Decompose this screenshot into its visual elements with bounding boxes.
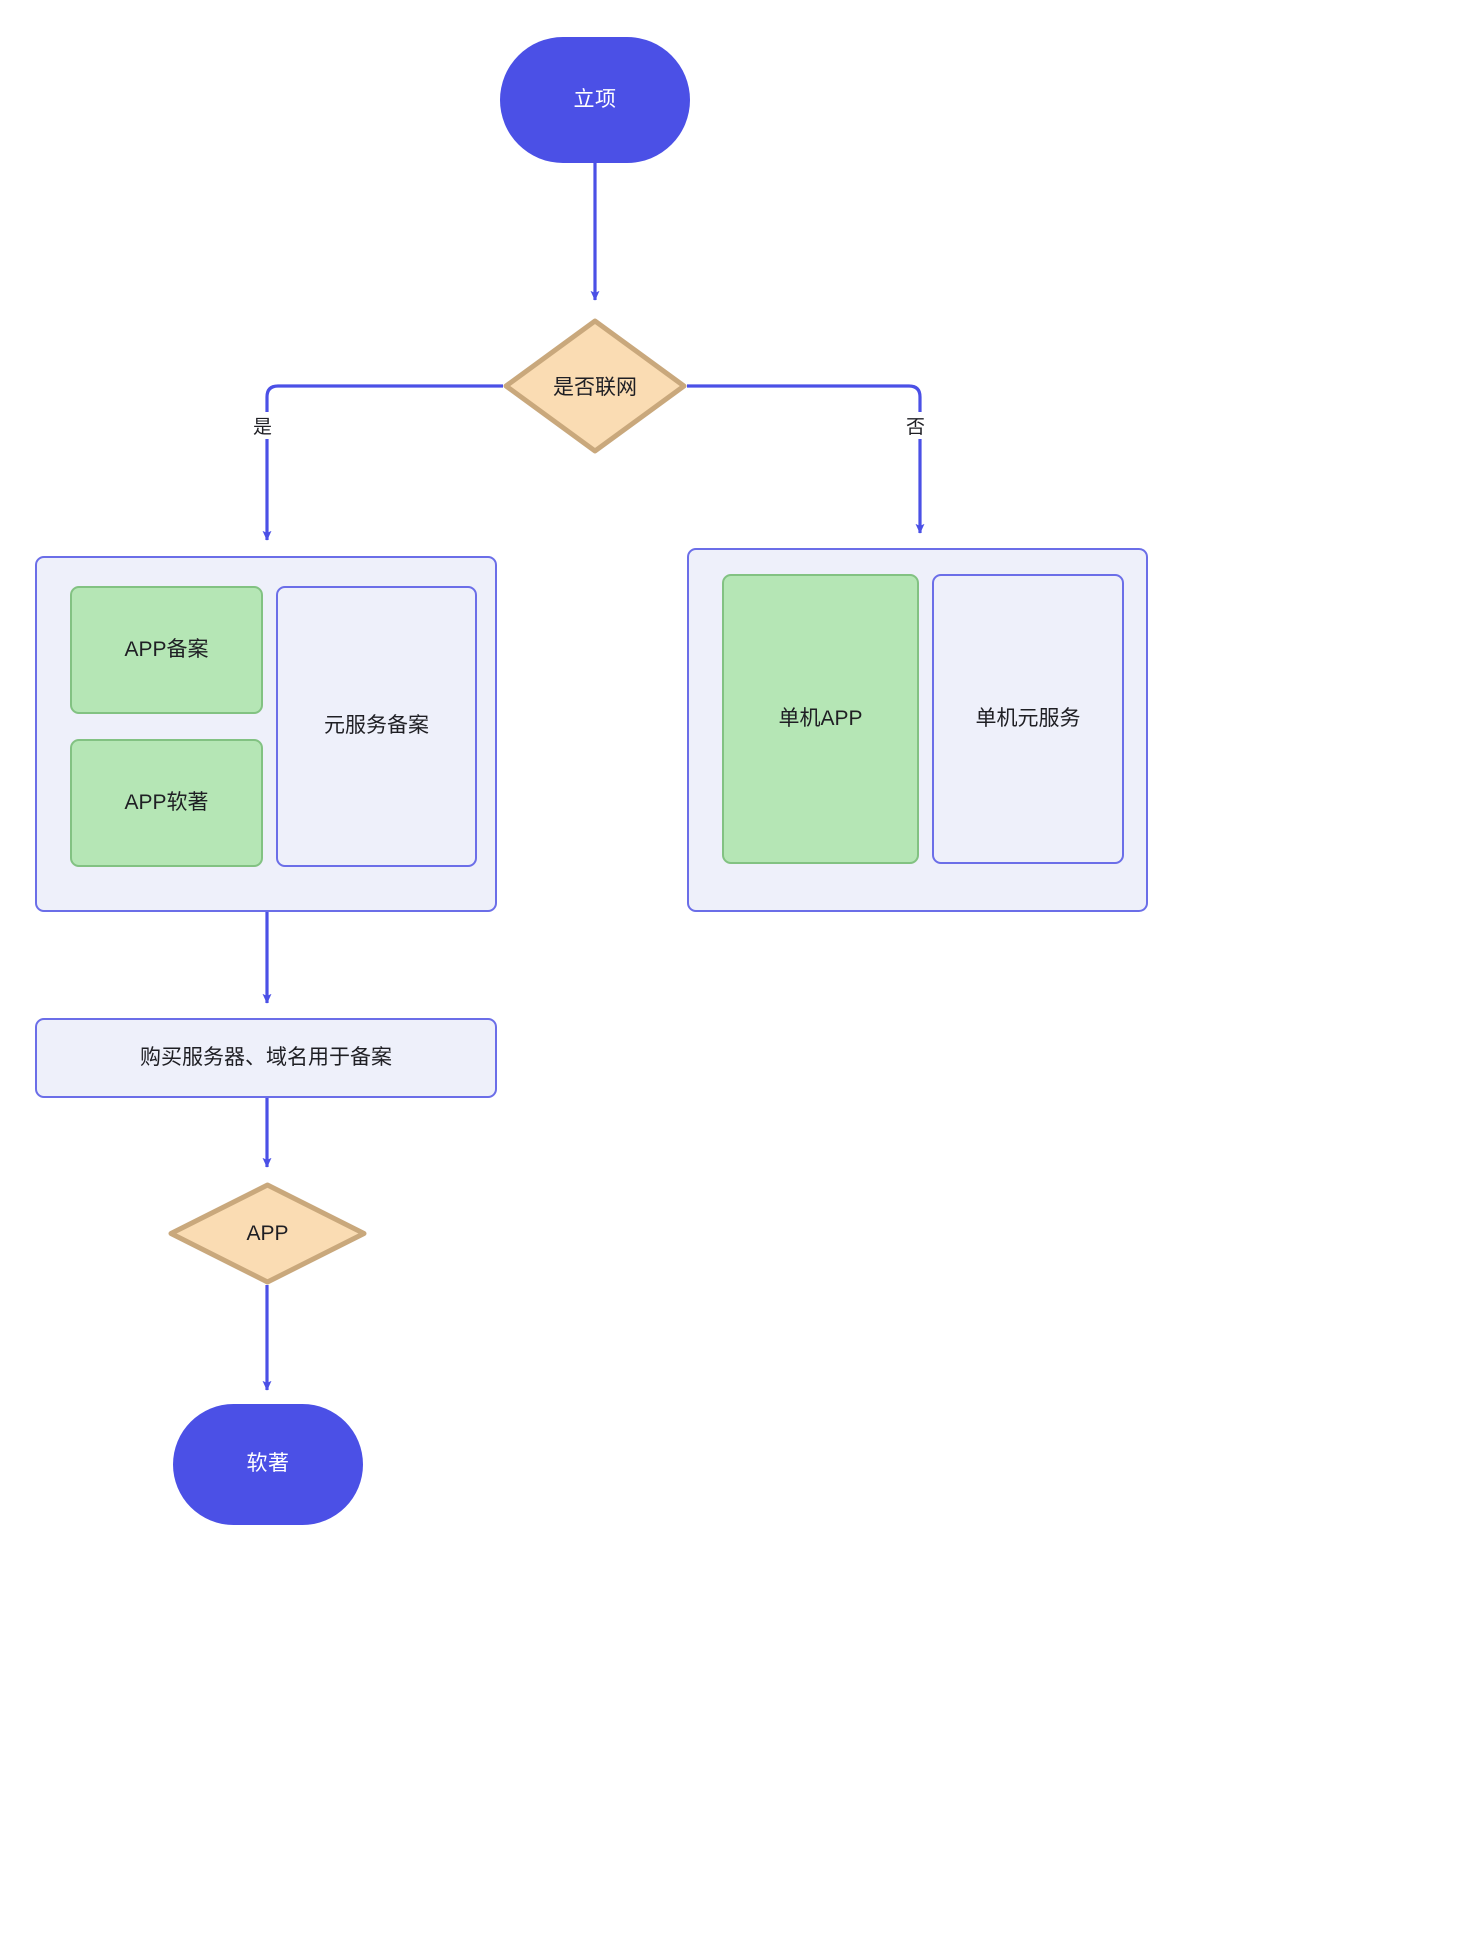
node-standalone-meta-service-label: 单机元服务 — [975, 706, 1081, 730]
node-app-filing-label: APP备案 — [124, 637, 209, 661]
node-decision-network[interactable]: 是否联网 — [503, 318, 687, 454]
node-app-copyright[interactable]: APP软著 — [70, 739, 263, 867]
edge-decision-to-group-offline — [687, 384, 925, 534]
node-app-filing[interactable]: APP备案 — [70, 586, 263, 714]
node-decision-app[interactable]: APP — [168, 1182, 367, 1285]
node-meta-service-filing-label: 元服务备案 — [324, 714, 429, 738]
node-buy-server[interactable]: 购买服务器、域名用于备案 — [35, 1018, 497, 1098]
group-online[interactable]: APP备案 APP软著 元服务备案 — [35, 556, 497, 912]
node-buy-server-label: 购买服务器、域名用于备案 — [140, 1045, 392, 1069]
node-decision-network-label: 是否联网 — [553, 376, 637, 399]
node-end-label: 软著 — [246, 1452, 290, 1476]
edge-label-yes: 是 — [250, 412, 276, 439]
node-decision-app-label: APP — [246, 1221, 289, 1245]
edge-label-no: 否 — [903, 412, 929, 439]
node-standalone-app[interactable]: 单机APP — [722, 574, 919, 864]
group-offline[interactable]: 单机APP 单机元服务 — [687, 548, 1148, 912]
node-standalone-app-label: 单机APP — [778, 706, 863, 730]
node-start[interactable]: 立项 — [500, 37, 690, 163]
node-meta-service-filing[interactable]: 元服务备案 — [276, 586, 477, 867]
node-standalone-meta-service[interactable]: 单机元服务 — [932, 574, 1124, 864]
node-end[interactable]: 软著 — [173, 1404, 363, 1525]
node-start-label: 立项 — [573, 87, 617, 111]
diamond-shape — [503, 318, 687, 454]
edge-decision-to-group-online — [262, 384, 503, 541]
diamond-shape — [168, 1182, 367, 1285]
node-app-copyright-label: APP软著 — [124, 790, 209, 814]
